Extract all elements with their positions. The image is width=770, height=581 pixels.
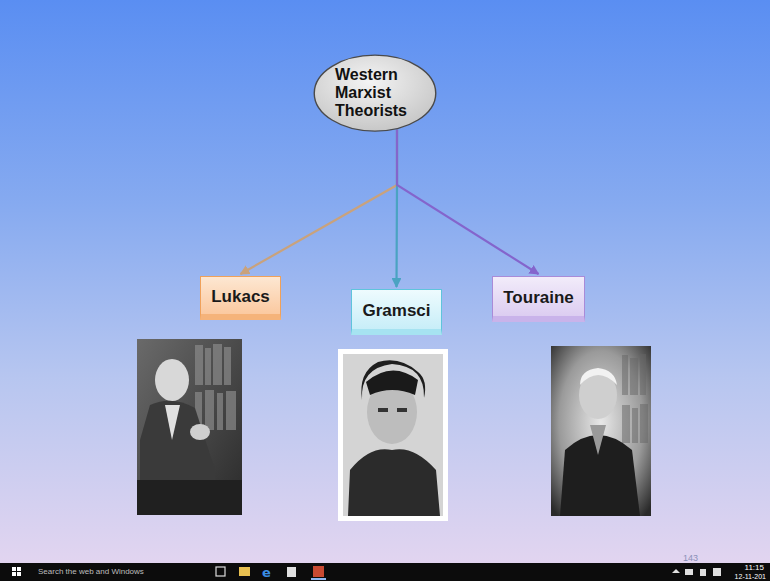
touraine-photo bbox=[551, 346, 651, 516]
theorist-name: Gramsci bbox=[362, 301, 430, 321]
theorist-box: Touraine bbox=[492, 276, 585, 322]
page-number: 143 bbox=[683, 553, 698, 564]
clock-time: 11:15 bbox=[745, 563, 764, 573]
topic-title: Western Marxist Theorists bbox=[335, 66, 415, 120]
gramsci-photo bbox=[338, 349, 448, 521]
svg-text:e: e bbox=[262, 565, 271, 580]
connector-arrow bbox=[397, 130, 539, 274]
theorist-box: Lukacs bbox=[200, 276, 281, 320]
theorist-name: Lukacs bbox=[211, 287, 270, 307]
taskbar-search-text: Search the web and Windows bbox=[38, 567, 144, 577]
clock-date: 12-11-201 bbox=[735, 572, 766, 581]
connector-arrow bbox=[241, 130, 398, 274]
topic-ellipse: Western Marxist Theorists bbox=[313, 54, 437, 132]
lukacs-photo bbox=[137, 339, 242, 515]
theorist-box: Gramsci bbox=[351, 289, 442, 335]
theorist-name: Touraine bbox=[503, 288, 574, 308]
taskbar: e bbox=[0, 563, 770, 581]
